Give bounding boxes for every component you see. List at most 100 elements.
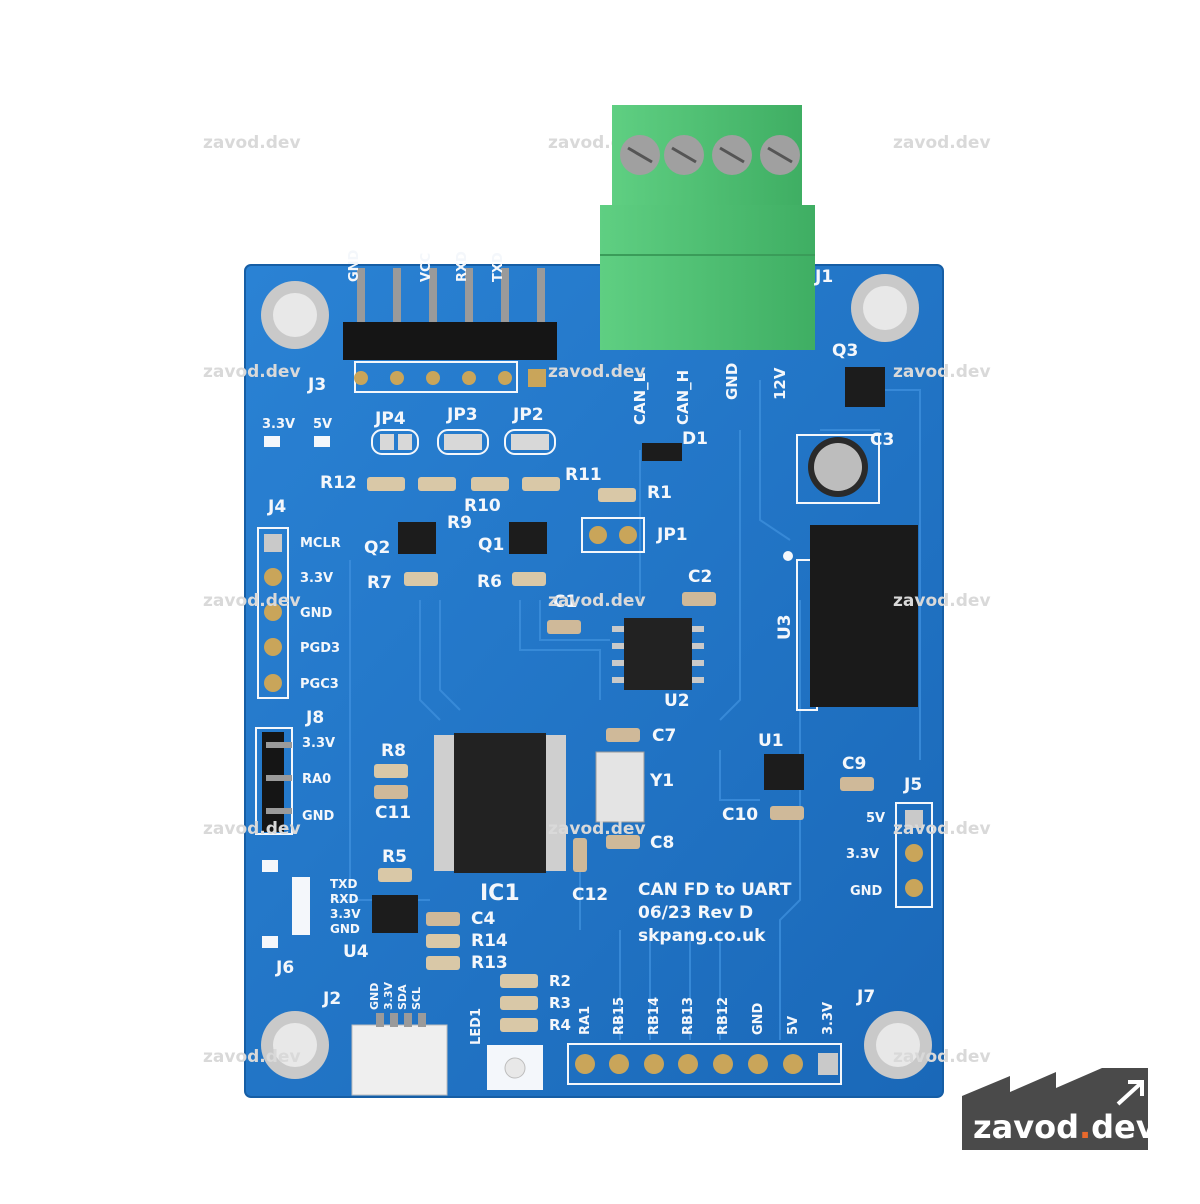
chip-u1 (764, 754, 804, 790)
ref-r4: R4 (549, 1016, 571, 1034)
terminal-label: CAN_L (631, 372, 649, 425)
jumper-jp1 (581, 517, 645, 553)
ref-j8: J8 (305, 708, 324, 728)
ref-r8: R8 (381, 741, 406, 761)
ref-q1: Q1 (478, 535, 504, 555)
resistor-r11 (522, 477, 560, 491)
mounting-hole (261, 281, 329, 349)
resistor-r14 (426, 934, 460, 948)
ref-r13: R13 (471, 953, 508, 973)
watermark: zavod.dev (548, 819, 646, 839)
pin-label: GND (347, 249, 362, 282)
ref-r3: R3 (549, 994, 571, 1012)
pin-label: SDA (396, 984, 409, 1010)
pin-label: 3.3V (846, 847, 879, 862)
watermark: zavod.dev (893, 133, 991, 153)
resistor-r7 (404, 572, 438, 586)
resistor-r12 (367, 477, 405, 491)
watermark-row-1: zavod.dev zavod.dev zavod.dev (203, 133, 991, 153)
voltage-label: 5V (313, 417, 332, 432)
regulator-u4 (372, 895, 418, 933)
mounting-hole (261, 1011, 329, 1079)
ref-r10: R10 (464, 496, 501, 516)
ref-r6: R6 (477, 572, 502, 592)
ref-led1: LED1 (469, 1008, 484, 1045)
ref-c8: C8 (650, 833, 674, 853)
ref-c1: C1 (553, 592, 577, 612)
chip-ic1 (434, 733, 566, 873)
watermark: zavod.dev (893, 591, 991, 611)
solder-pad (264, 436, 280, 447)
watermark: zavod.dev (893, 1047, 991, 1067)
watermark-overlay: zavod.dev zavod.dev zavod.dev zavod.dev … (203, 362, 991, 1067)
resistor-r4 (500, 1018, 538, 1032)
pin-label: 3.3V (330, 907, 361, 921)
pin-label: TXD (330, 877, 357, 891)
capacitor-c3 (796, 434, 880, 504)
pin-label: PGD3 (300, 641, 340, 656)
watermark: zavod.dev (893, 819, 991, 839)
ref-c3: C3 (870, 430, 894, 450)
jumper-jp3 (437, 429, 489, 455)
resistor (418, 477, 456, 491)
mounting-hole (851, 274, 919, 342)
logo-name: zavod (973, 1108, 1079, 1146)
capacitor-c7 (606, 728, 640, 742)
pin-label: GND (330, 922, 360, 936)
ref-c9: C9 (842, 754, 866, 774)
ref-r2: R2 (549, 972, 571, 990)
ref-j5: J5 (903, 775, 922, 795)
pcb-board (244, 264, 944, 1098)
pin-label: 3.3V (302, 736, 335, 751)
transistor-q3 (845, 367, 885, 407)
watermark: zavod.dev (548, 591, 646, 611)
ref-u1: U1 (758, 731, 784, 751)
ref-r14: R14 (471, 931, 508, 951)
capacitor-c10 (770, 806, 804, 820)
resistor-r5 (378, 868, 412, 882)
watermark: zavod.dev (548, 362, 646, 382)
resistor-r3 (500, 996, 538, 1010)
pin-label: RXD (455, 251, 470, 282)
ref-c12: C12 (572, 885, 608, 905)
pin-label: 3.3V (382, 982, 395, 1010)
transistor-q1 (509, 522, 547, 554)
capacitor-c8 (606, 835, 640, 849)
chip-u2 (612, 618, 704, 690)
header-j5 (895, 802, 933, 908)
ref-r11: R11 (565, 465, 602, 485)
ref-c4: C4 (471, 909, 495, 929)
watermark: zavod.dev (893, 362, 991, 382)
diode-d1 (642, 443, 682, 461)
watermark: zavod.dev (203, 133, 301, 153)
ref-q2: Q2 (364, 538, 390, 558)
logo-tld: dev (1091, 1108, 1157, 1146)
connector-j2 (351, 1013, 448, 1096)
pin-label: 3.3V (821, 1002, 836, 1035)
terminal-label: CAN_H (674, 370, 692, 425)
svg-text:zavod.dev: zavod.dev (973, 1108, 1157, 1146)
terminal-block (600, 105, 815, 350)
header-j4 (257, 527, 289, 699)
pin-label: RA1 (578, 1006, 593, 1035)
ref-j6: J6 (275, 958, 294, 978)
resistor-r6 (512, 572, 546, 586)
ref-jp2: JP2 (512, 405, 544, 425)
ref-jp3: JP3 (446, 405, 478, 425)
ref-j7: J7 (856, 987, 875, 1007)
pin-label: RXD (330, 892, 358, 906)
ref-c11: C11 (375, 803, 411, 823)
ref-r5: R5 (382, 847, 407, 867)
pin-label: TXD (491, 252, 506, 282)
brand-logo: zavod.dev (962, 1068, 1157, 1150)
capacitor-c2 (682, 592, 716, 606)
pin-label: GND (751, 1002, 766, 1035)
ref-j2: J2 (322, 989, 341, 1009)
pin-label: 5V (786, 1016, 801, 1035)
ref-r1: R1 (647, 483, 672, 503)
pin-label: GND (368, 983, 381, 1010)
pin-label: RB14 (647, 997, 662, 1035)
mounting-hole (864, 1011, 932, 1079)
capacitor-c11 (374, 785, 408, 799)
watermark: zavod.dev (203, 819, 301, 839)
